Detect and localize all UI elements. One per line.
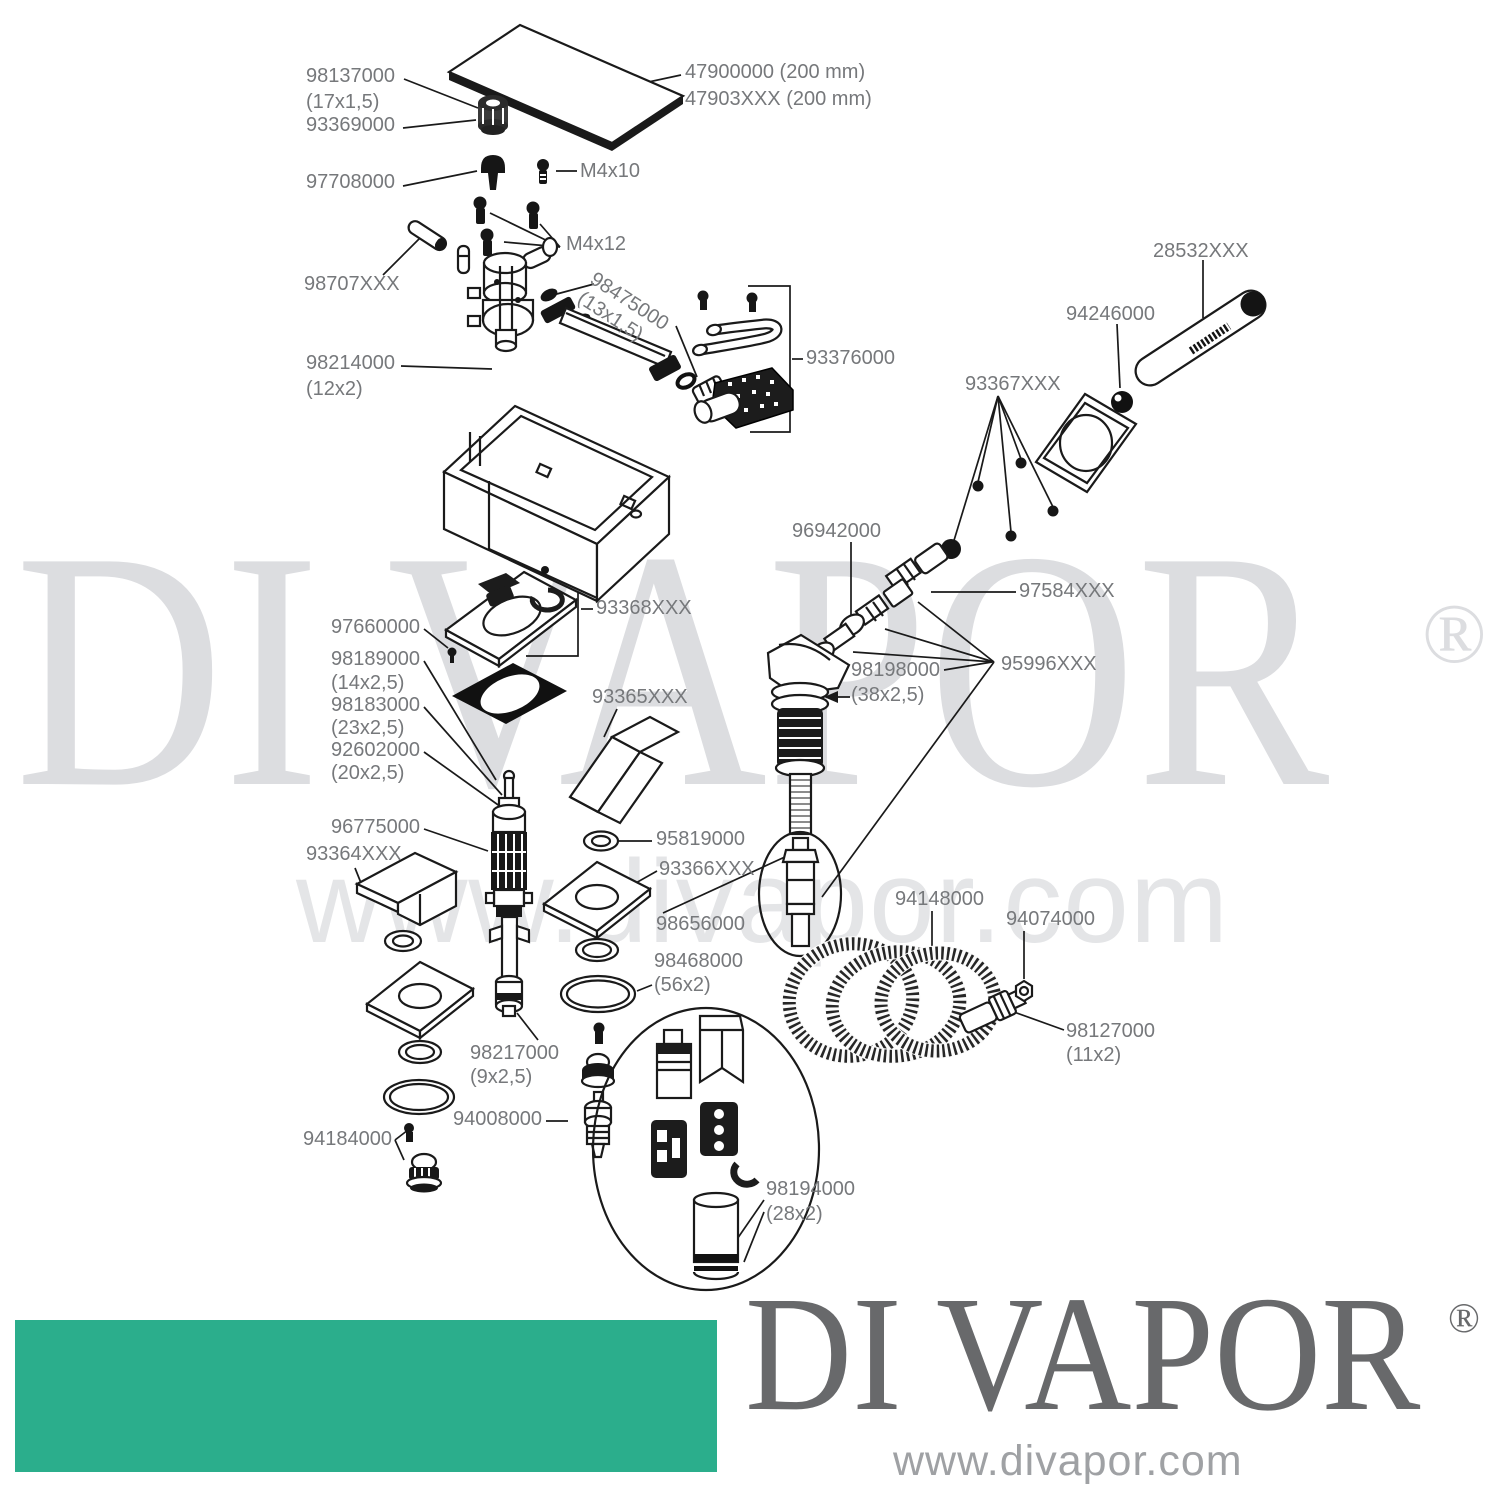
part-label-98214000-size: (12x2) — [306, 378, 363, 400]
part-label-92602000: 92602000 — [331, 739, 420, 761]
part-drawing-bracket-assembly-93376000 — [692, 290, 794, 429]
part-label-95819000: 95819000 — [656, 828, 745, 850]
part-drawing-inline-connector-98656000 — [757, 830, 843, 958]
part-drawing-small-pin — [456, 244, 471, 275]
part-label-98183000-size: (23x2,5) — [331, 717, 405, 739]
part-label-94246000: 94246000 — [1066, 303, 1155, 325]
leader-lines — [354, 74, 1204, 1263]
part-drawing-check-valve-94008000 — [580, 1022, 616, 1159]
part-label-93368xxx: 93368XXX — [596, 597, 692, 619]
part-label-98189000: 98189000 — [331, 648, 420, 670]
part-drawing-cartridge-96775000 — [484, 769, 534, 1018]
part-label-98217000: 98217000 — [470, 1042, 559, 1064]
watermark-brand: DI VAPOR — [15, 481, 1330, 858]
part-drawing-screw-cap-94184000 — [404, 1123, 443, 1193]
part-drawing-mixer-body — [466, 236, 559, 353]
part-label-93364xxx: 93364XXX — [306, 843, 402, 865]
part-label-97584xxx: 97584XXX — [1019, 580, 1115, 602]
part-label-96942000: 96942000 — [792, 520, 881, 542]
part-label-97708000: 97708000 — [306, 171, 395, 193]
part-label-92602000-size: (20x2,5) — [331, 762, 405, 784]
divapor-website-url: www.divapor.com — [893, 1437, 1243, 1485]
part-drawing-shower-hose-94148000 — [781, 936, 1028, 1064]
part-drawing-screw-97660000 — [447, 647, 457, 663]
part-drawing-handshower-28532xxx — [1134, 289, 1267, 387]
part-label-98198000-size: (38x2,5) — [851, 684, 925, 706]
part-label-47900000: 47900000 (200 mm) — [685, 61, 866, 83]
divapor-registered-icon: ® — [1448, 1296, 1480, 1342]
part-label-93365xxx: 93365XXX — [592, 686, 688, 708]
part-label-98468000-size: (56x2) — [654, 974, 711, 996]
part-drawing-escutcheon-93367xxx — [946, 392, 1138, 557]
part-label-98194000: 98194000 — [766, 1178, 855, 1200]
watermark-registered-icon: ® — [1422, 587, 1487, 681]
part-label-98183000: 98183000 — [331, 694, 420, 716]
part-drawing-spout-93365xxx — [568, 715, 681, 825]
part-drawing-mounting-plate-93368xxx — [443, 566, 579, 669]
part-label-94148000: 94148000 — [895, 888, 984, 910]
part-label-94074000: 94074000 — [1006, 908, 1095, 930]
part-label-93376000: 93376000 — [806, 347, 895, 369]
part-label-98468000: 98468000 — [654, 950, 743, 972]
part-drawing-screw-m4x10 — [537, 159, 549, 184]
part-label-47903xxx: 47903XXX (200 mm) — [685, 88, 872, 110]
part-label-93367xxx: 93367XXX — [965, 373, 1061, 395]
part-label-28532xxx: 28532XXX — [1153, 240, 1249, 262]
part-label-97660000: 97660000 — [331, 616, 420, 638]
part-drawing-handle-93364xxx — [354, 851, 459, 927]
part-label-93366xxx: 93366XXX — [659, 858, 755, 880]
part-label-98127000-size: (11x2) — [1066, 1044, 1122, 1066]
part-label-95996xxx: 95996XXX — [1001, 653, 1097, 675]
part-drawing-pin-98707xxx — [407, 220, 448, 252]
part-label-93369000: 93369000 — [306, 114, 395, 136]
part-label-98214000: 98214000 — [306, 352, 395, 374]
part-drawing-cover-plate-47900000 — [446, 23, 686, 151]
part-drawing-black-gasket — [452, 663, 567, 724]
part-label-m4x10: M4x10 — [580, 160, 641, 182]
part-label-98127000: 98127000 — [1066, 1020, 1155, 1042]
part-drawing-hose-upper — [809, 539, 961, 665]
part-label-98189000-size: (14x2,5) — [331, 672, 405, 694]
divapor-wordmark: DI VAPOR — [745, 1262, 1421, 1445]
part-drawing-elbow-96942000 — [766, 633, 851, 836]
part-drawing-ball-94246000 — [1111, 391, 1133, 413]
part-label-94008000: 94008000 — [453, 1108, 542, 1130]
part-drawing-aerator-93369000 — [478, 95, 508, 135]
part-label-98137000-size: (17x1,5) — [306, 91, 380, 113]
part-label-98217000-size: (9x2,5) — [470, 1066, 533, 1088]
part-drawing-quick-connect-detail-98194000 — [591, 1006, 821, 1292]
part-label-94184000: 94184000 — [303, 1128, 392, 1150]
part-label-98137000: 98137000 — [306, 65, 395, 87]
part-label-98198000: 98198000 — [851, 659, 940, 681]
part-drawing-screws-m4x12 — [473, 196, 540, 256]
part-label-96775000: 96775000 — [331, 816, 420, 838]
hansgrohe-logo-banner: hansgrohe — [15, 1320, 717, 1472]
part-label-98194000-size: (28x2) — [766, 1203, 823, 1225]
part-drawing-ring-stack-left — [364, 929, 476, 1116]
part-drawing-ring-stack-right — [541, 830, 653, 1014]
part-drawing-screw-97708000 — [481, 155, 505, 190]
part-drawing-base-body — [442, 404, 671, 604]
part-label-98707xxx: 98707XXX — [304, 273, 400, 295]
part-drawing-nut-94074000 — [1014, 979, 1034, 1003]
part-label-98656000: 98656000 — [656, 913, 745, 935]
part-label-m4x12: M4x12 — [566, 233, 627, 255]
